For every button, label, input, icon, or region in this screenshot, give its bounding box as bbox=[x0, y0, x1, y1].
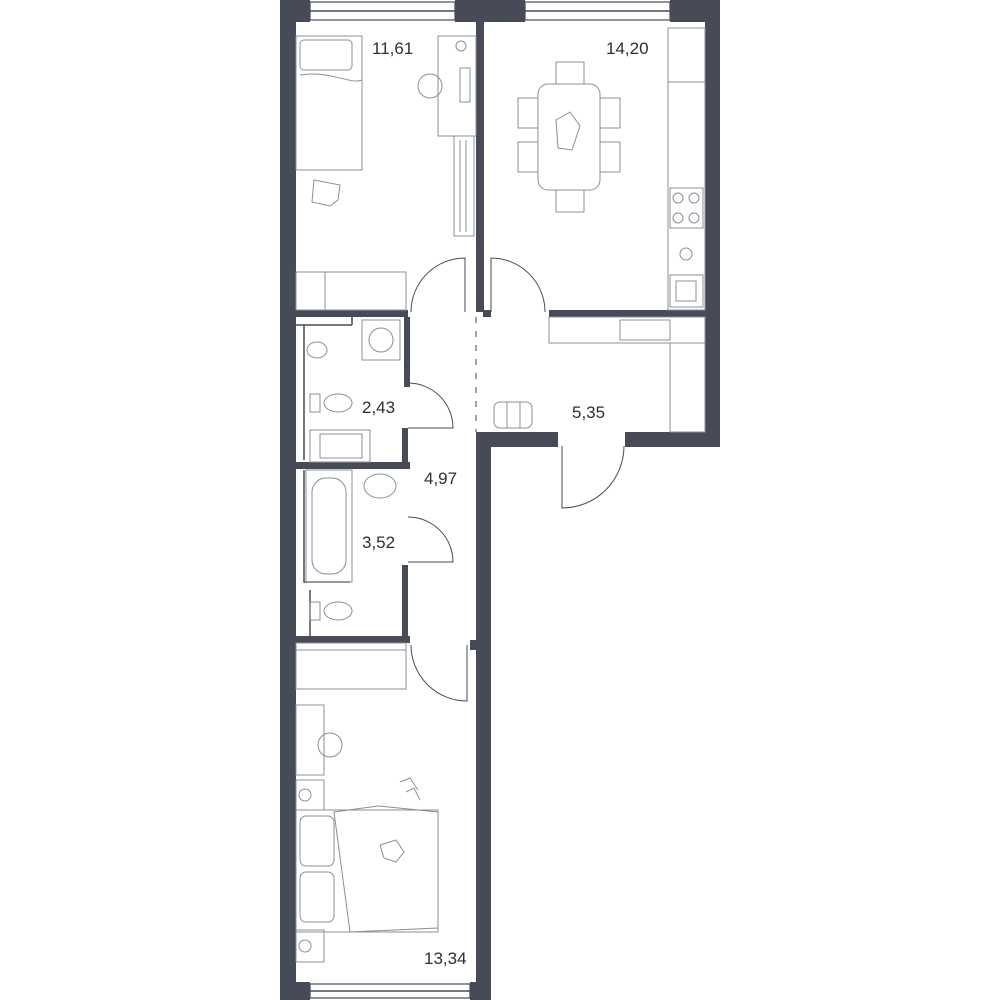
cooktop bbox=[669, 187, 704, 229]
dining-table bbox=[537, 83, 601, 191]
sink-small bbox=[306, 341, 328, 359]
slippers bbox=[399, 777, 421, 801]
furniture-kitchen bbox=[517, 27, 706, 311]
wardrobe bbox=[295, 271, 407, 311]
furniture-bedroom-top bbox=[295, 35, 477, 311]
area-bedroom-bottom: 13,34 bbox=[424, 949, 467, 968]
radiator bbox=[453, 135, 475, 237]
area-kitchen: 14,20 bbox=[606, 39, 649, 58]
vanity bbox=[295, 704, 325, 776]
doors bbox=[407, 257, 625, 702]
washing-machine bbox=[361, 319, 401, 361]
furniture-bathroom-small bbox=[306, 319, 401, 463]
interior-walls bbox=[296, 22, 720, 650]
area-bathroom-small: 2,43 bbox=[362, 398, 395, 417]
area-bedroom-top: 11,61 bbox=[372, 39, 413, 58]
kitchen-tap bbox=[679, 247, 693, 261]
cat-figure bbox=[311, 179, 341, 207]
windows bbox=[309, 1, 671, 999]
dog-figure bbox=[379, 839, 405, 863]
hall-cabinet bbox=[548, 316, 706, 344]
furniture-bathroom bbox=[305, 469, 397, 621]
toilet-small bbox=[323, 393, 353, 413]
nightstand-bottom bbox=[295, 929, 325, 963]
door-bedroom-bottom bbox=[410, 644, 468, 702]
area-bathroom: 3,52 bbox=[362, 533, 395, 552]
kitchen-sink bbox=[669, 274, 704, 308]
furniture-hall bbox=[493, 316, 706, 433]
area-corridor: 4,97 bbox=[424, 469, 457, 488]
area-hall: 5,35 bbox=[572, 403, 605, 422]
door-bathroom bbox=[407, 516, 454, 563]
cabinet-small bbox=[309, 429, 371, 463]
kitchen-counter bbox=[667, 27, 706, 311]
outer-walls bbox=[280, 0, 720, 1000]
furniture-bedroom-bottom bbox=[295, 642, 439, 963]
toilet bbox=[323, 601, 353, 621]
area-labels: 11,61 14,20 2,43 4,97 5,35 3,52 13,34 bbox=[362, 39, 649, 968]
hall-wardrobe bbox=[669, 342, 706, 433]
bed-bottom bbox=[295, 809, 439, 933]
shoe-bench bbox=[493, 401, 533, 429]
sink bbox=[363, 473, 397, 499]
wardrobe-bottom bbox=[295, 642, 407, 690]
nightstand-top bbox=[295, 779, 325, 811]
bathtub bbox=[305, 469, 353, 583]
door-bathroom-small bbox=[407, 382, 454, 429]
door-kitchen bbox=[490, 257, 546, 313]
door-entrance bbox=[561, 445, 625, 509]
inner-lines bbox=[296, 317, 353, 636]
door-bedroom-top bbox=[410, 257, 466, 313]
